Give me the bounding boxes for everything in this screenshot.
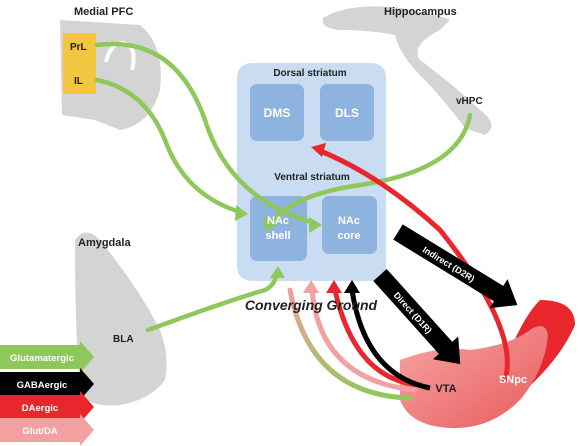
arrowhead-nac-shell-vhpc <box>263 216 278 232</box>
medial-pfc-label: Medial PFC <box>74 6 133 18</box>
nac-shell-label-2: shell <box>265 230 290 242</box>
nac-core-label-2: core <box>337 230 360 242</box>
vhpc-to-nac-shell-path <box>267 112 473 228</box>
dms-label: DMS <box>264 106 291 120</box>
amygdala-label: Amygdala <box>78 237 131 249</box>
il-highlight <box>63 66 96 94</box>
dopaminergic-arrowheads <box>303 143 342 293</box>
legend-glutamatergic-label: Glutamatergic <box>10 353 74 364</box>
legend-glut-da-label: Glut/DA <box>22 426 57 437</box>
snpc-to-dms-path <box>315 147 510 383</box>
arrowhead-nac-da-1 <box>326 280 342 293</box>
legend-glut-da: Glut/DA <box>0 414 94 446</box>
amygdala-shape <box>75 232 167 406</box>
legend: Glutamatergic GABAergic DAergic Glut/DA <box>0 341 94 446</box>
direct-pathway-label: Direct (D1R) <box>392 290 434 335</box>
arrowhead-gaba-nac <box>344 280 360 293</box>
glutamatergic-arrowheads <box>235 205 322 278</box>
glutamatergic-pathways <box>94 41 473 333</box>
nac-core-box <box>322 196 377 254</box>
nac-shell-label-1: NAc <box>267 215 289 227</box>
gaba-vta-to-nac-path <box>349 289 431 391</box>
arrowhead-nac-shell-il <box>235 205 248 221</box>
legend-daergic-label: DAergic <box>22 403 58 414</box>
vta-to-nac-path-2 <box>309 287 418 393</box>
converging-ground-label: Converging Ground <box>245 297 378 313</box>
hippocampus-shape <box>322 6 492 136</box>
nac-core-label-1: NAc <box>338 215 360 227</box>
dls-box <box>320 84 374 141</box>
prl-highlight <box>63 33 96 66</box>
il-label: IL <box>74 76 83 87</box>
legend-glutamatergic: Glutamatergic <box>0 341 94 373</box>
arrowhead-dms <box>311 143 326 157</box>
hippocampus-label: Hippocampus <box>384 6 457 18</box>
bla-label: BLA <box>113 334 134 345</box>
arrowhead-nac-da-2 <box>303 280 319 293</box>
vta-label: VTA <box>435 383 456 395</box>
dopaminergic-pathways <box>287 147 510 401</box>
prl-to-nac-core-path <box>94 41 318 226</box>
ventral-striatum-label: Ventral striatum <box>274 172 350 183</box>
arrowhead-nac-core <box>309 217 322 233</box>
bla-to-nac-shell-path <box>145 272 279 333</box>
glutda-path <box>287 287 413 401</box>
legend-daergic: DAergic <box>0 391 94 423</box>
arrowhead-nac-shell-bla <box>270 266 285 278</box>
dms-box <box>250 84 304 141</box>
legend-gabaergic-label: GABAergic <box>17 380 68 391</box>
dls-label: DLS <box>335 106 359 120</box>
il-to-nac-shell-path <box>94 77 243 215</box>
vta-to-nac-path-1 <box>332 287 423 388</box>
dorsal-striatum-label: Dorsal striatum <box>273 68 346 79</box>
vhpc-label: vHPC <box>456 96 483 107</box>
snpc-label: SNpc <box>499 374 527 386</box>
nac-shell-box <box>250 196 307 261</box>
prl-label: PrL <box>70 42 87 53</box>
legend-gabaergic: GABAergic <box>0 368 94 400</box>
